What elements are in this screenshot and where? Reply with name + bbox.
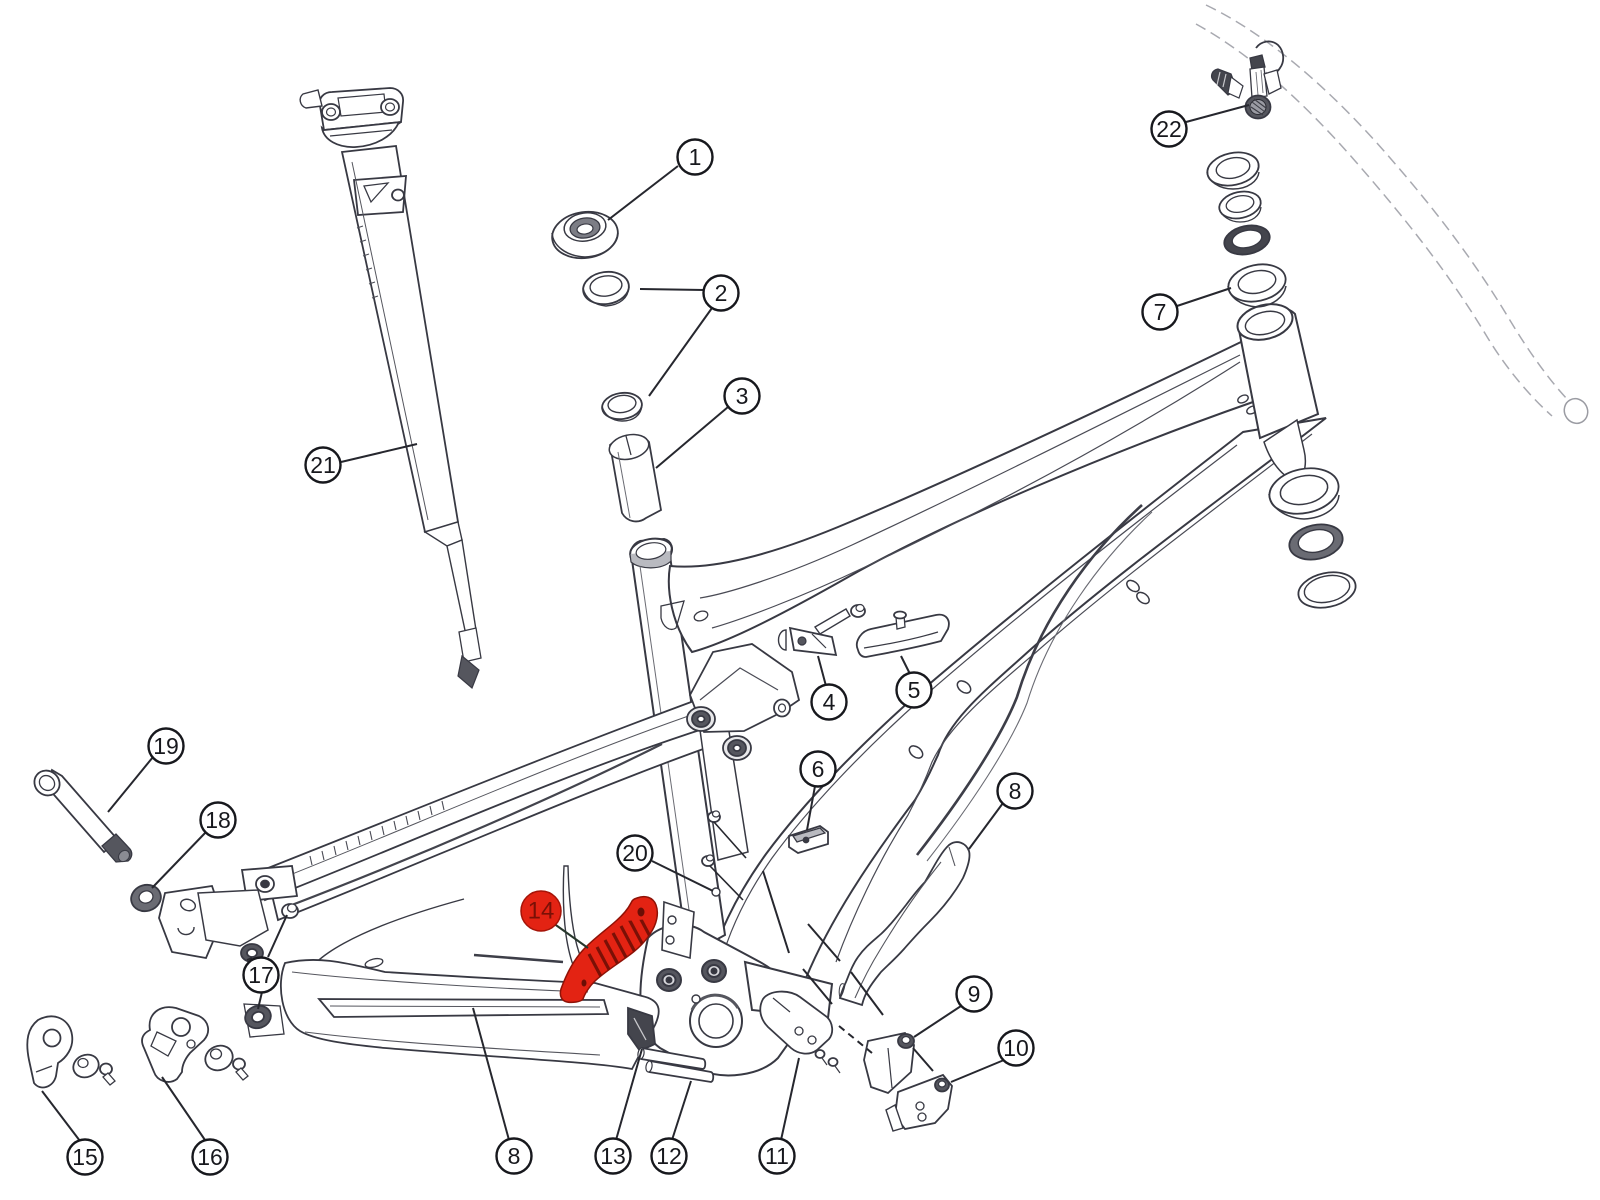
svg-text:11: 11 <box>765 1143 789 1169</box>
svg-text:4: 4 <box>823 689 836 715</box>
svg-text:19: 19 <box>153 733 179 759</box>
svg-text:7: 7 <box>1154 299 1167 325</box>
svg-text:10: 10 <box>1003 1035 1029 1061</box>
svg-text:8: 8 <box>508 1143 521 1169</box>
svg-text:9: 9 <box>968 981 981 1007</box>
svg-text:12: 12 <box>656 1143 682 1169</box>
svg-text:22: 22 <box>1156 116 1182 142</box>
svg-text:17: 17 <box>248 962 274 988</box>
svg-text:13: 13 <box>600 1143 626 1169</box>
svg-text:16: 16 <box>197 1144 223 1170</box>
svg-text:1: 1 <box>689 144 702 170</box>
svg-text:2: 2 <box>715 280 728 306</box>
svg-text:3: 3 <box>736 383 749 409</box>
svg-text:6: 6 <box>812 756 825 782</box>
svg-text:5: 5 <box>908 677 921 703</box>
svg-text:18: 18 <box>205 807 231 833</box>
svg-text:8: 8 <box>1009 778 1022 804</box>
svg-text:15: 15 <box>72 1144 98 1170</box>
svg-text:14: 14 <box>528 898 555 925</box>
svg-text:20: 20 <box>622 840 648 866</box>
svg-text:21: 21 <box>310 452 336 478</box>
